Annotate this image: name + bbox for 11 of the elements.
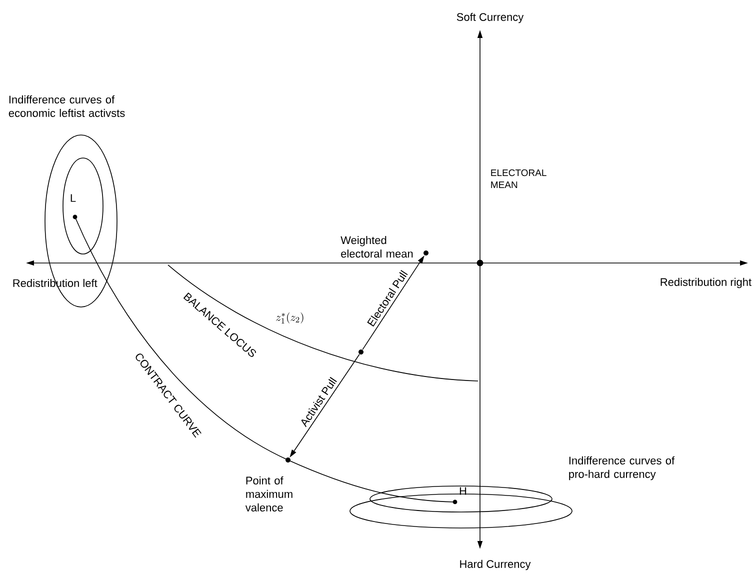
point-label: L: [70, 194, 76, 202]
axis-label: Redistribution right: [660, 278, 752, 288]
axis-label: Hard Currency: [460, 560, 531, 570]
curve-caption: Indifference curves of economic leftist activsts: [8, 95, 125, 117]
axis-label: Soft Currency: [456, 12, 524, 24]
curve-caption: Indifference curves of pro-hard currency: [569, 456, 675, 480]
point-label: H: [460, 487, 466, 495]
point-caption: Weighted electoral mean: [340, 236, 413, 258]
point-caption: Point of maximum valence: [245, 476, 292, 512]
curve-formula: $z^*_1(z_2)$: [276, 312, 304, 324]
point-label: ELECTORAL MEAN: [491, 169, 546, 188]
